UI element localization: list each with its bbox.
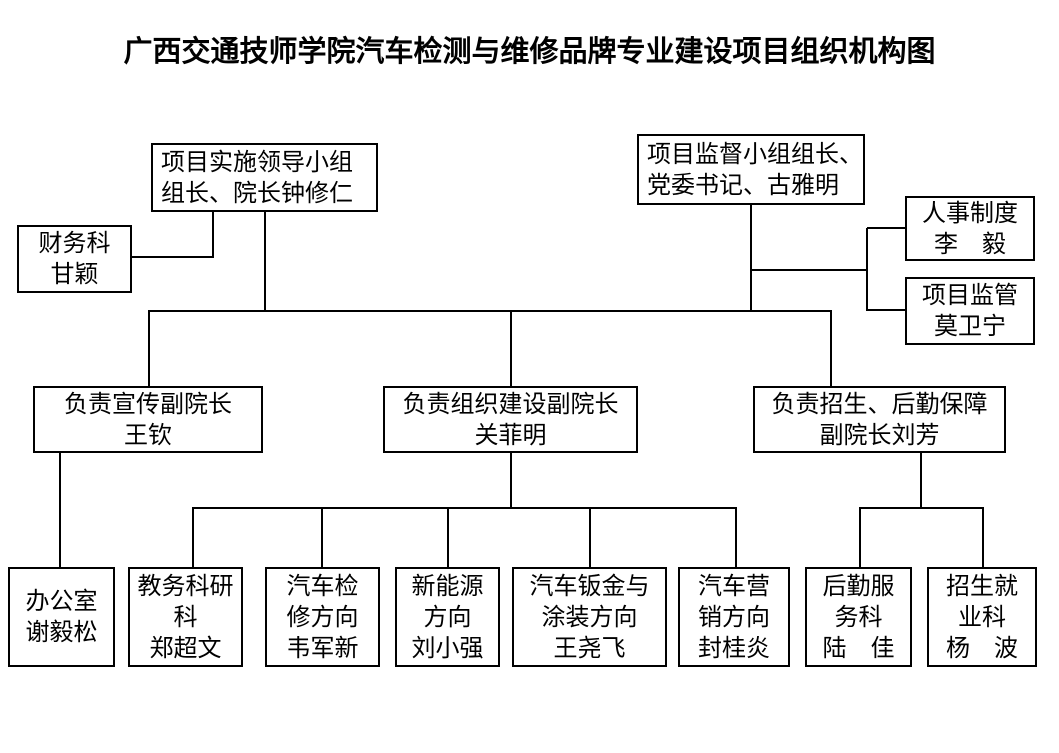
node-label: 谢毅松 <box>25 619 98 646</box>
node-label: 刘小强 <box>411 634 484 662</box>
connector-org-building-down <box>510 453 512 509</box>
node-label: 业科 <box>958 603 1006 631</box>
node-label: 负责宣传副院长 <box>64 390 232 418</box>
node-logistics-service: 后勤服 务科 陆 佳 <box>805 567 912 667</box>
node-label: 汽车钣金与 <box>529 572 650 600</box>
node-label: 负责招生、后勤保障 <box>771 390 988 418</box>
node-label: 李 毅 <box>934 230 1006 258</box>
node-label: 财务科 <box>38 230 111 257</box>
node-label: 汽车检 <box>286 572 359 600</box>
node-publicity-vp: 负责宣传副院长 王钦 <box>33 386 263 453</box>
node-label: 汽车营 <box>698 572 770 600</box>
connector-rail-to-sheet-metal <box>589 508 591 567</box>
node-label: 办公室 <box>25 588 98 615</box>
connector-enrollment-down <box>920 453 922 509</box>
node-label: 党委书记、古雅明 <box>647 171 839 199</box>
connector-org-building-rail <box>192 507 737 509</box>
node-label: 王尧飞 <box>553 634 626 662</box>
connector-bracket-to-hr <box>867 227 905 229</box>
node-label: 陆 佳 <box>822 634 895 662</box>
node-label: 封桂炎 <box>698 634 770 662</box>
connector-rail-to-marketing <box>735 508 737 567</box>
connector-spine-to-publicity <box>148 311 150 386</box>
node-label: 副院长刘芳 <box>819 421 940 449</box>
node-sheet-metal-painting: 汽车钣金与 涂装方向 王尧飞 <box>512 567 667 667</box>
node-label: 关菲明 <box>474 421 547 449</box>
connector-rail-to-new-energy <box>447 508 449 567</box>
connector-supervision-to-spine <box>750 205 752 312</box>
node-label: 修方向 <box>286 603 359 631</box>
node-label: 新能源 <box>411 572 484 600</box>
node-label: 项目监管 <box>922 282 1018 309</box>
connector-leader-to-finance-h <box>131 256 214 258</box>
node-enrollment-logistics-vp: 负责招生、后勤保障 副院长刘芳 <box>753 386 1006 453</box>
node-label: 甘颖 <box>50 261 99 288</box>
connector-leader-to-spine <box>264 211 266 312</box>
node-label: 销方向 <box>698 603 770 631</box>
node-label: 组长、院长钟修仁 <box>161 179 353 207</box>
node-label: 人事制度 <box>922 199 1018 227</box>
node-label: 王钦 <box>124 421 172 449</box>
node-new-energy: 新能源 方向 刘小强 <box>395 567 500 667</box>
node-label: 项目监督小组组长、 <box>647 140 863 168</box>
connector-supervision-to-bracket <box>750 269 867 271</box>
connector-enrollment-rail <box>859 507 984 509</box>
connector-right-bracket <box>866 228 868 311</box>
node-office: 办公室 谢毅松 <box>8 567 115 667</box>
node-label: 项目实施领导小组 <box>161 148 353 176</box>
connector-leader-to-finance-v <box>212 211 214 258</box>
node-label: 韦军新 <box>286 634 359 662</box>
connector-rail-to-maintenance <box>321 508 323 567</box>
node-academic-research: 教务科研 科 郑超文 <box>128 567 243 667</box>
connector-rail-to-academic <box>192 508 194 567</box>
node-supervision-group: 项目监督小组组长、 党委书记、古雅明 <box>637 134 865 205</box>
node-enrollment-employment: 招生就 业科 杨 波 <box>927 567 1037 667</box>
connector-bracket-to-regulation <box>867 309 905 311</box>
node-label: 杨 波 <box>946 634 1018 662</box>
node-label: 务科 <box>834 603 883 631</box>
connector-publicity-to-office <box>59 453 61 567</box>
node-hr-system: 人事制度 李 毅 <box>905 196 1035 261</box>
node-label: 招生就 <box>946 572 1018 600</box>
connector-rail-to-recruitment <box>982 508 984 567</box>
node-project-regulation: 项目监管 莫卫宁 <box>905 277 1035 345</box>
node-label: 涂装方向 <box>541 603 638 631</box>
connector-main-spine <box>148 310 832 312</box>
connector-spine-to-org-building <box>510 311 512 386</box>
connector-rail-to-logistics <box>859 508 861 567</box>
node-vehicle-maintenance: 汽车检 修方向 韦军新 <box>265 567 380 667</box>
node-label: 教务科研 <box>137 572 234 600</box>
node-org-building-vp: 负责组织建设副院长 关菲明 <box>383 386 638 453</box>
node-marketing: 汽车营 销方向 封桂炎 <box>678 567 790 667</box>
node-label: 后勤服 <box>822 572 895 600</box>
connector-spine-to-enrollment <box>830 311 832 386</box>
node-label: 莫卫宁 <box>934 313 1006 340</box>
node-leader-group: 项目实施领导小组 组长、院长钟修仁 <box>151 143 378 212</box>
node-label: 郑超文 <box>149 634 222 662</box>
node-label: 负责组织建设副院长 <box>402 390 619 418</box>
node-finance: 财务科 甘颖 <box>17 225 132 293</box>
chart-title: 广西交通技师学院汽车检测与维修品牌专业建设项目组织机构图 <box>123 36 936 68</box>
node-label: 方向 <box>423 603 472 631</box>
node-label: 科 <box>173 603 198 631</box>
